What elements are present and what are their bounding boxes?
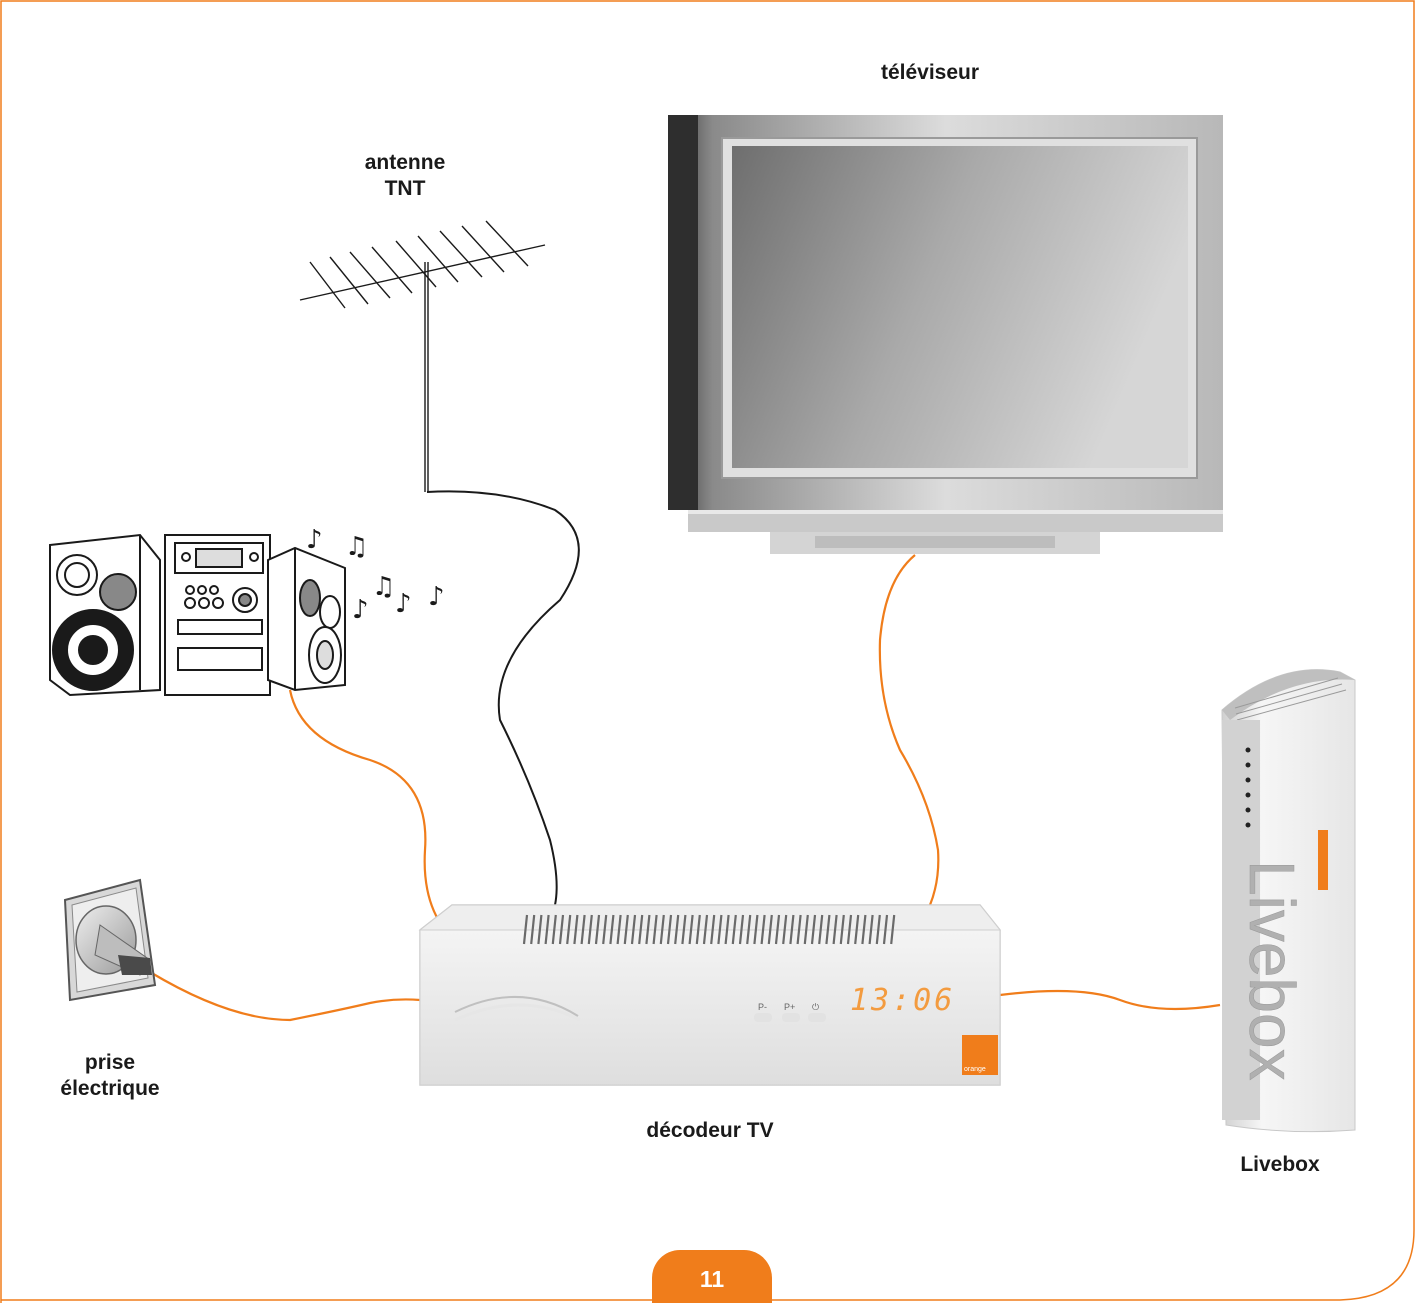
vent-slot bbox=[796, 914, 802, 945]
vent-slot bbox=[544, 914, 550, 945]
vent-slot bbox=[580, 914, 586, 945]
vent-slot bbox=[832, 914, 838, 945]
vent-slot bbox=[717, 914, 723, 945]
power-outlet-icon bbox=[63, 878, 157, 1002]
vent-slot bbox=[666, 914, 673, 945]
btn-next-label: P+ bbox=[784, 1002, 795, 1012]
vent-slot bbox=[558, 914, 565, 945]
btn-power-label: ⏻ bbox=[812, 1002, 819, 1012]
livebox-brand-text: Livebox bbox=[1236, 860, 1308, 1081]
vent-slot bbox=[537, 914, 543, 945]
antenna-label-line2: TNT bbox=[384, 177, 426, 201]
vent-slot bbox=[688, 914, 694, 945]
power-outlet-label: prise électrique bbox=[40, 1050, 180, 1103]
vent-slot bbox=[861, 914, 867, 945]
antenna-cable bbox=[426, 490, 580, 906]
btn-prev-label: P- bbox=[758, 1002, 767, 1012]
antenna-icon bbox=[299, 220, 546, 492]
orange-logo-icon bbox=[962, 1035, 998, 1075]
vent-slot bbox=[530, 914, 536, 945]
svg-text:♪: ♪ bbox=[306, 525, 323, 555]
vent-slot bbox=[566, 914, 572, 945]
livebox-label: Livebox bbox=[1210, 1152, 1350, 1178]
vent-slot bbox=[724, 914, 730, 945]
decoder-label: décodeur TV bbox=[610, 1118, 810, 1144]
vent-slot bbox=[630, 914, 637, 945]
decoder-vent bbox=[522, 914, 896, 945]
vent-slot bbox=[609, 914, 615, 945]
vent-slot bbox=[710, 914, 716, 945]
vent-slot bbox=[890, 914, 896, 945]
vent-slot bbox=[587, 914, 593, 945]
vent-slot bbox=[551, 914, 557, 945]
vent-slot bbox=[875, 914, 881, 945]
antenna-label-line1: antenne bbox=[364, 151, 446, 174]
vent-slot bbox=[594, 914, 601, 945]
vent-slot bbox=[616, 914, 622, 945]
tv-label-text: téléviseur bbox=[880, 61, 980, 84]
vent-slot bbox=[652, 914, 658, 945]
vent-slot bbox=[731, 914, 737, 945]
vent-slot bbox=[782, 914, 788, 945]
vent-slot bbox=[789, 914, 795, 945]
page-number: 11 bbox=[699, 1266, 725, 1292]
power-outlet-label-line1: prise bbox=[84, 1051, 136, 1074]
orange-logo-text: orange bbox=[964, 1066, 986, 1073]
power-cable bbox=[149, 971, 421, 1022]
antenna-label: antenne TNT bbox=[340, 150, 470, 203]
vent-slot bbox=[645, 914, 651, 945]
svg-text:♫: ♫ bbox=[345, 532, 368, 562]
vent-slot bbox=[767, 914, 773, 945]
vent-slot bbox=[753, 914, 759, 945]
power-outlet-label-line2: électrique bbox=[60, 1077, 160, 1101]
tv-label: téléviseur bbox=[830, 60, 1030, 86]
svg-text:♪: ♪ bbox=[428, 582, 445, 612]
vent-slot bbox=[825, 914, 831, 945]
vent-slot bbox=[522, 914, 529, 945]
livebox-orange-logo bbox=[1318, 830, 1328, 890]
vent-slot bbox=[695, 914, 701, 945]
svg-text:♪: ♪ bbox=[395, 589, 412, 619]
vent-slot bbox=[854, 914, 860, 945]
vent-slot bbox=[746, 914, 752, 945]
vent-slot bbox=[602, 914, 608, 945]
cables bbox=[149, 490, 1221, 1022]
svg-text:♫: ♫ bbox=[372, 572, 395, 602]
vent-slot bbox=[818, 914, 824, 945]
vent-slot bbox=[681, 914, 687, 945]
livebox-cable bbox=[999, 989, 1221, 1011]
decoder-clock: 13:06 bbox=[850, 983, 955, 1018]
vent-slot bbox=[839, 914, 845, 945]
vent-slot bbox=[623, 914, 629, 945]
decoder-box-icon: P- P+ ⏻ 13:06 orange bbox=[418, 904, 1002, 1086]
vent-slot bbox=[810, 914, 817, 945]
vent-slot bbox=[738, 914, 745, 945]
vent-slot bbox=[573, 914, 579, 945]
vent-slot bbox=[882, 914, 889, 945]
hifi-cable bbox=[288, 689, 446, 931]
vent-slot bbox=[846, 914, 853, 945]
vent-slot bbox=[674, 914, 680, 945]
vent-slot bbox=[868, 914, 874, 945]
vent-slot bbox=[702, 914, 709, 945]
livebox-icon: Livebox bbox=[1221, 669, 1356, 1133]
vent-slot bbox=[760, 914, 766, 945]
vent-slot bbox=[659, 914, 665, 945]
tv-icon bbox=[668, 115, 1223, 554]
livebox-label-text: Livebox bbox=[1240, 1153, 1320, 1176]
svg-text:♪: ♪ bbox=[352, 595, 369, 625]
vent-slot bbox=[638, 914, 644, 945]
tv-cable bbox=[878, 554, 940, 906]
decoder-label-text: décodeur TV bbox=[646, 1119, 774, 1142]
page-number-tab: 11 bbox=[652, 1250, 772, 1303]
vent-slot bbox=[803, 914, 809, 945]
music-notes-icon: ♪ ♫ ♫ ♪ ♪ ♪ bbox=[306, 525, 445, 625]
hifi-system-icon bbox=[49, 533, 346, 697]
vent-slot bbox=[774, 914, 781, 945]
